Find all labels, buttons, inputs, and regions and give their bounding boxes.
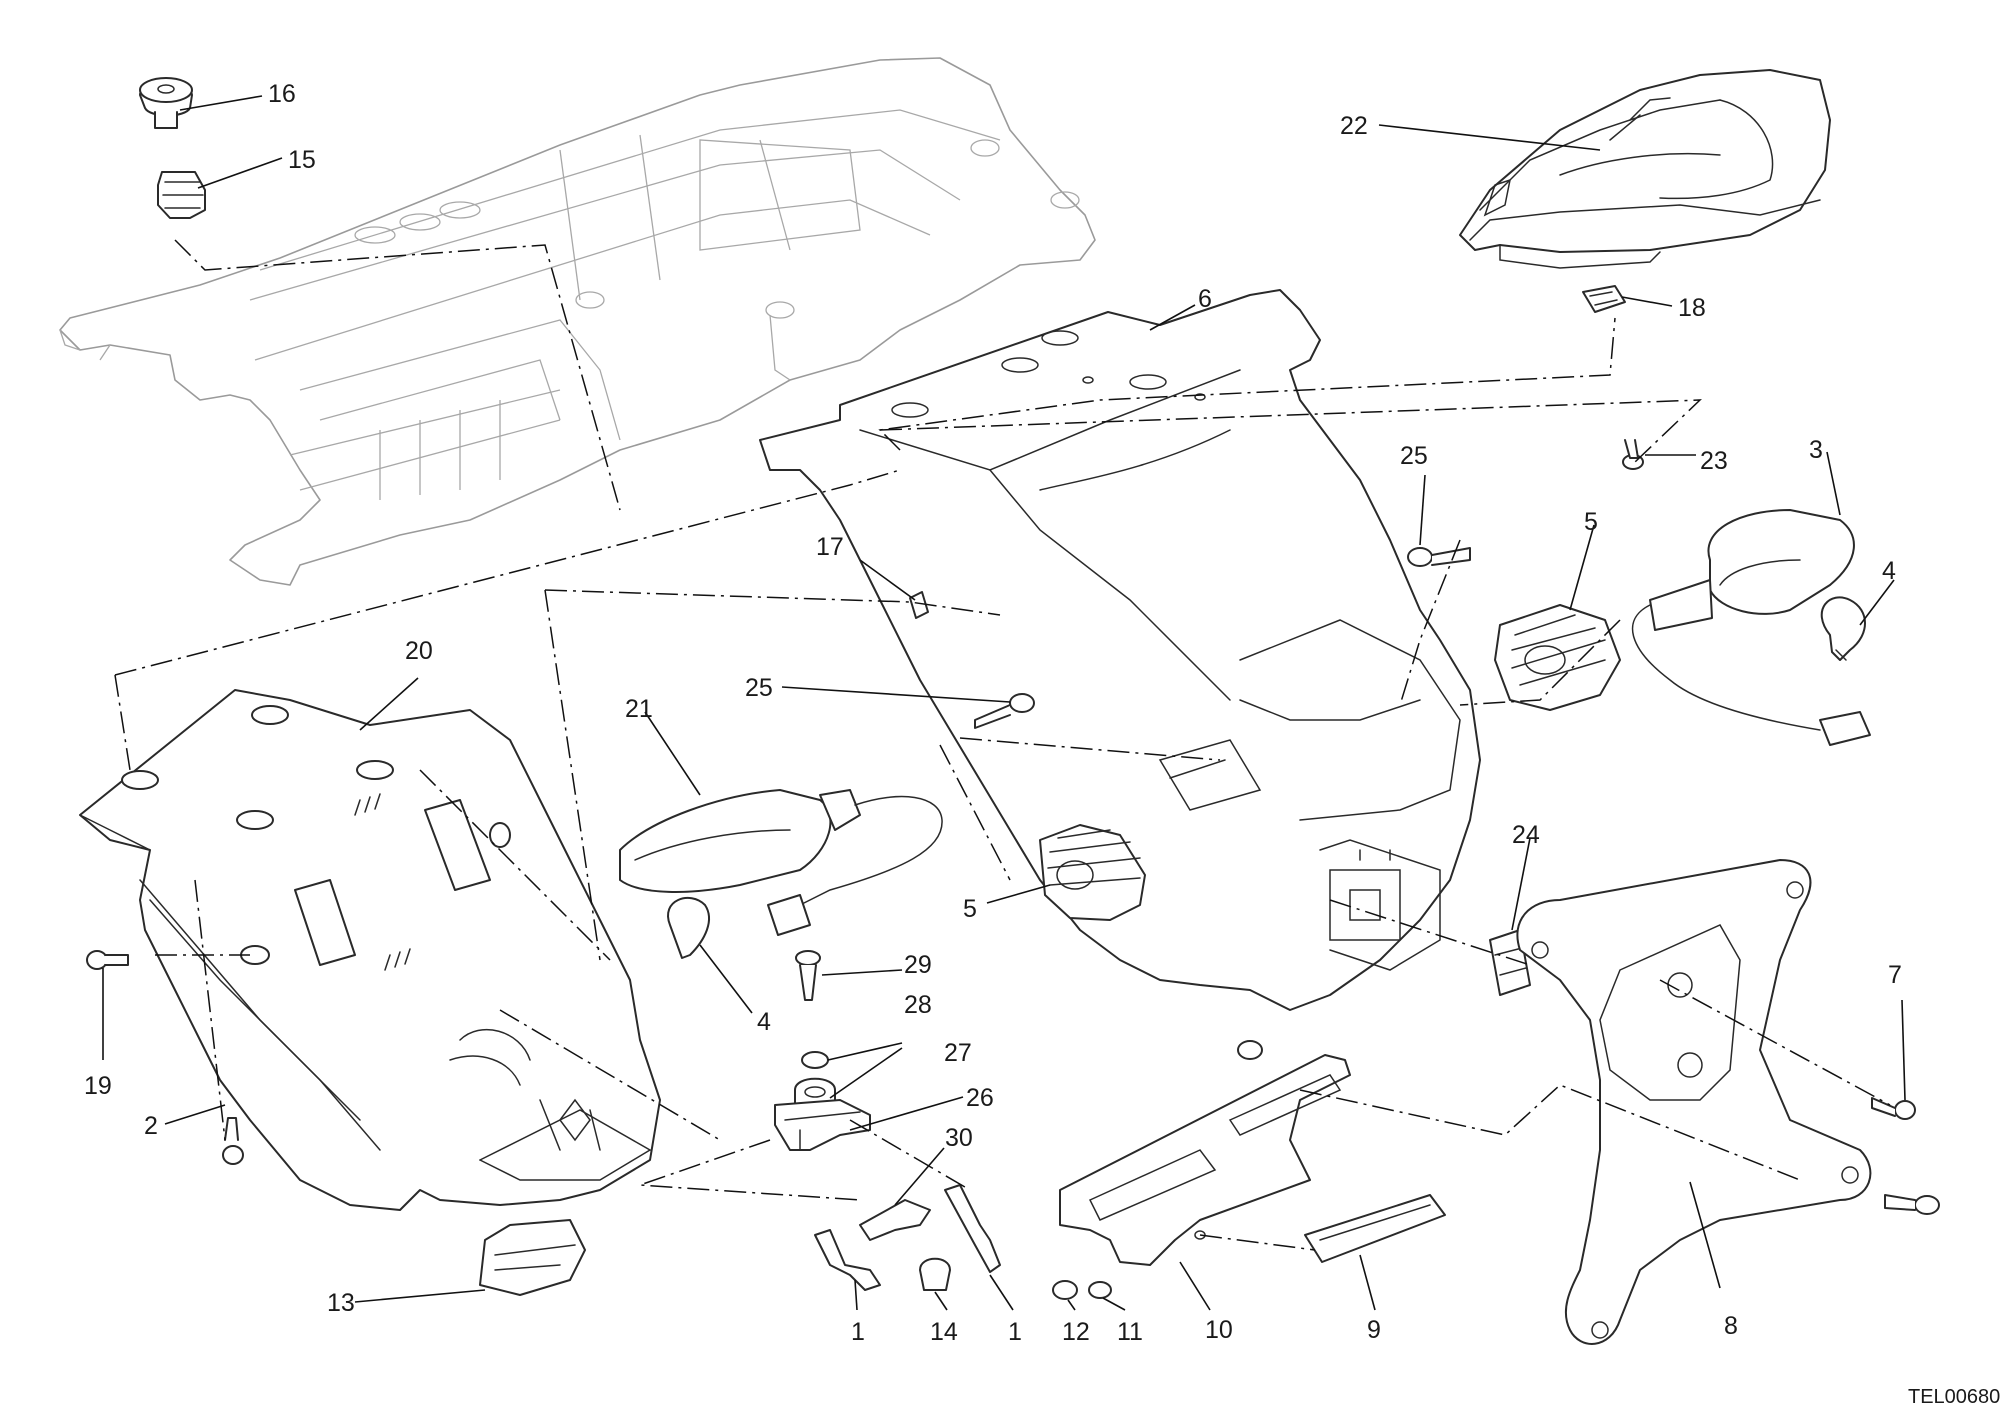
screw-part-2 [222, 1117, 244, 1165]
left-bulb-part-4 [667, 896, 710, 959]
small-nut-top [1237, 1040, 1263, 1060]
callout-2: 2 [144, 1112, 158, 1140]
contact-left-part-1 [814, 1229, 881, 1291]
callout-26: 26 [966, 1084, 994, 1112]
callout-6: 6 [1198, 285, 1212, 313]
assembly-lines [114, 239, 1891, 1251]
reflector-part-9 [1304, 1194, 1446, 1263]
screw-part-25-top [1407, 547, 1471, 567]
washer-part-28 [801, 1051, 829, 1069]
bushing-part-15 [157, 171, 206, 219]
screw-bottom-right [1884, 1194, 1940, 1215]
callout-1-right: 1 [1008, 1318, 1022, 1346]
callout-24: 24 [1512, 821, 1540, 849]
callout-18: 18 [1678, 294, 1706, 322]
callout-5-left: 5 [963, 895, 977, 923]
callout-15: 15 [288, 146, 316, 174]
contact-right-part-1 [944, 1184, 1001, 1273]
callout-4-right: 4 [1882, 557, 1896, 585]
callout-5-right: 5 [1584, 508, 1598, 536]
callout-14: 14 [930, 1318, 958, 1346]
callout-3: 3 [1809, 436, 1823, 464]
callout-27: 27 [944, 1039, 972, 1067]
plate-bracket-part-10 [1059, 1054, 1351, 1266]
nut-part-12 [1052, 1280, 1078, 1300]
right-indicator-part-3 [1631, 509, 1871, 746]
drawing-code: TEL00680 [1908, 1386, 2000, 1408]
callout-9: 9 [1367, 1316, 1381, 1344]
holder-part-30 [859, 1199, 931, 1241]
screw-part-7 [1871, 1097, 1916, 1120]
callout-12: 12 [1062, 1318, 1090, 1346]
rear-subframe [59, 57, 1096, 586]
callout-16: 16 [268, 80, 296, 108]
callout-30: 30 [945, 1124, 973, 1152]
callout-21: 21 [625, 695, 653, 723]
callout-25-top: 25 [1400, 442, 1428, 470]
plate-holder-part-8 [1516, 859, 1872, 1345]
callout-22: 22 [1340, 112, 1368, 140]
left-indicator-part-21 [619, 789, 943, 936]
screw-part-23 [1622, 439, 1644, 470]
right-grommet-part-5 [1494, 604, 1621, 711]
rear-mudguard-part-6 [759, 289, 1481, 1011]
screw-part-29 [795, 950, 821, 1001]
callout-13: 13 [327, 1289, 355, 1317]
screw-part-19 [86, 950, 129, 970]
callout-10: 10 [1205, 1316, 1233, 1344]
leader-lines [102, 95, 1906, 1311]
callout-17: 17 [816, 533, 844, 561]
callout-8: 8 [1724, 1312, 1738, 1340]
callout-29: 29 [904, 951, 932, 979]
tail-light-part-22 [1459, 69, 1831, 269]
callout-25-mid: 25 [745, 674, 773, 702]
right-bulb-part-4 [1820, 596, 1866, 661]
cover-part-13 [479, 1219, 586, 1296]
clip-part-17 [909, 591, 929, 619]
callout-20: 20 [405, 637, 433, 665]
left-grommet-part-5 [1039, 824, 1146, 921]
clip-part-18 [1582, 285, 1626, 313]
screw-part-25-mid [974, 693, 1035, 729]
callout-7: 7 [1888, 961, 1902, 989]
bulb-part-14 [919, 1257, 951, 1291]
callout-11: 11 [1117, 1318, 1143, 1346]
undertray-part-20 [79, 689, 661, 1211]
callout-19: 19 [84, 1072, 112, 1100]
callout-23: 23 [1700, 447, 1728, 475]
washer-part-11 [1088, 1281, 1112, 1299]
callout-labels: 16 15 22 6 18 23 3 25 5 4 17 20 21 25 5 … [84, 80, 1902, 1346]
bracket-part-26 [774, 1099, 871, 1151]
rubber-cap-part-16 [139, 77, 193, 129]
callout-4-left: 4 [757, 1008, 771, 1036]
callout-1-left: 1 [851, 1318, 865, 1346]
callout-28: 28 [904, 991, 932, 1019]
